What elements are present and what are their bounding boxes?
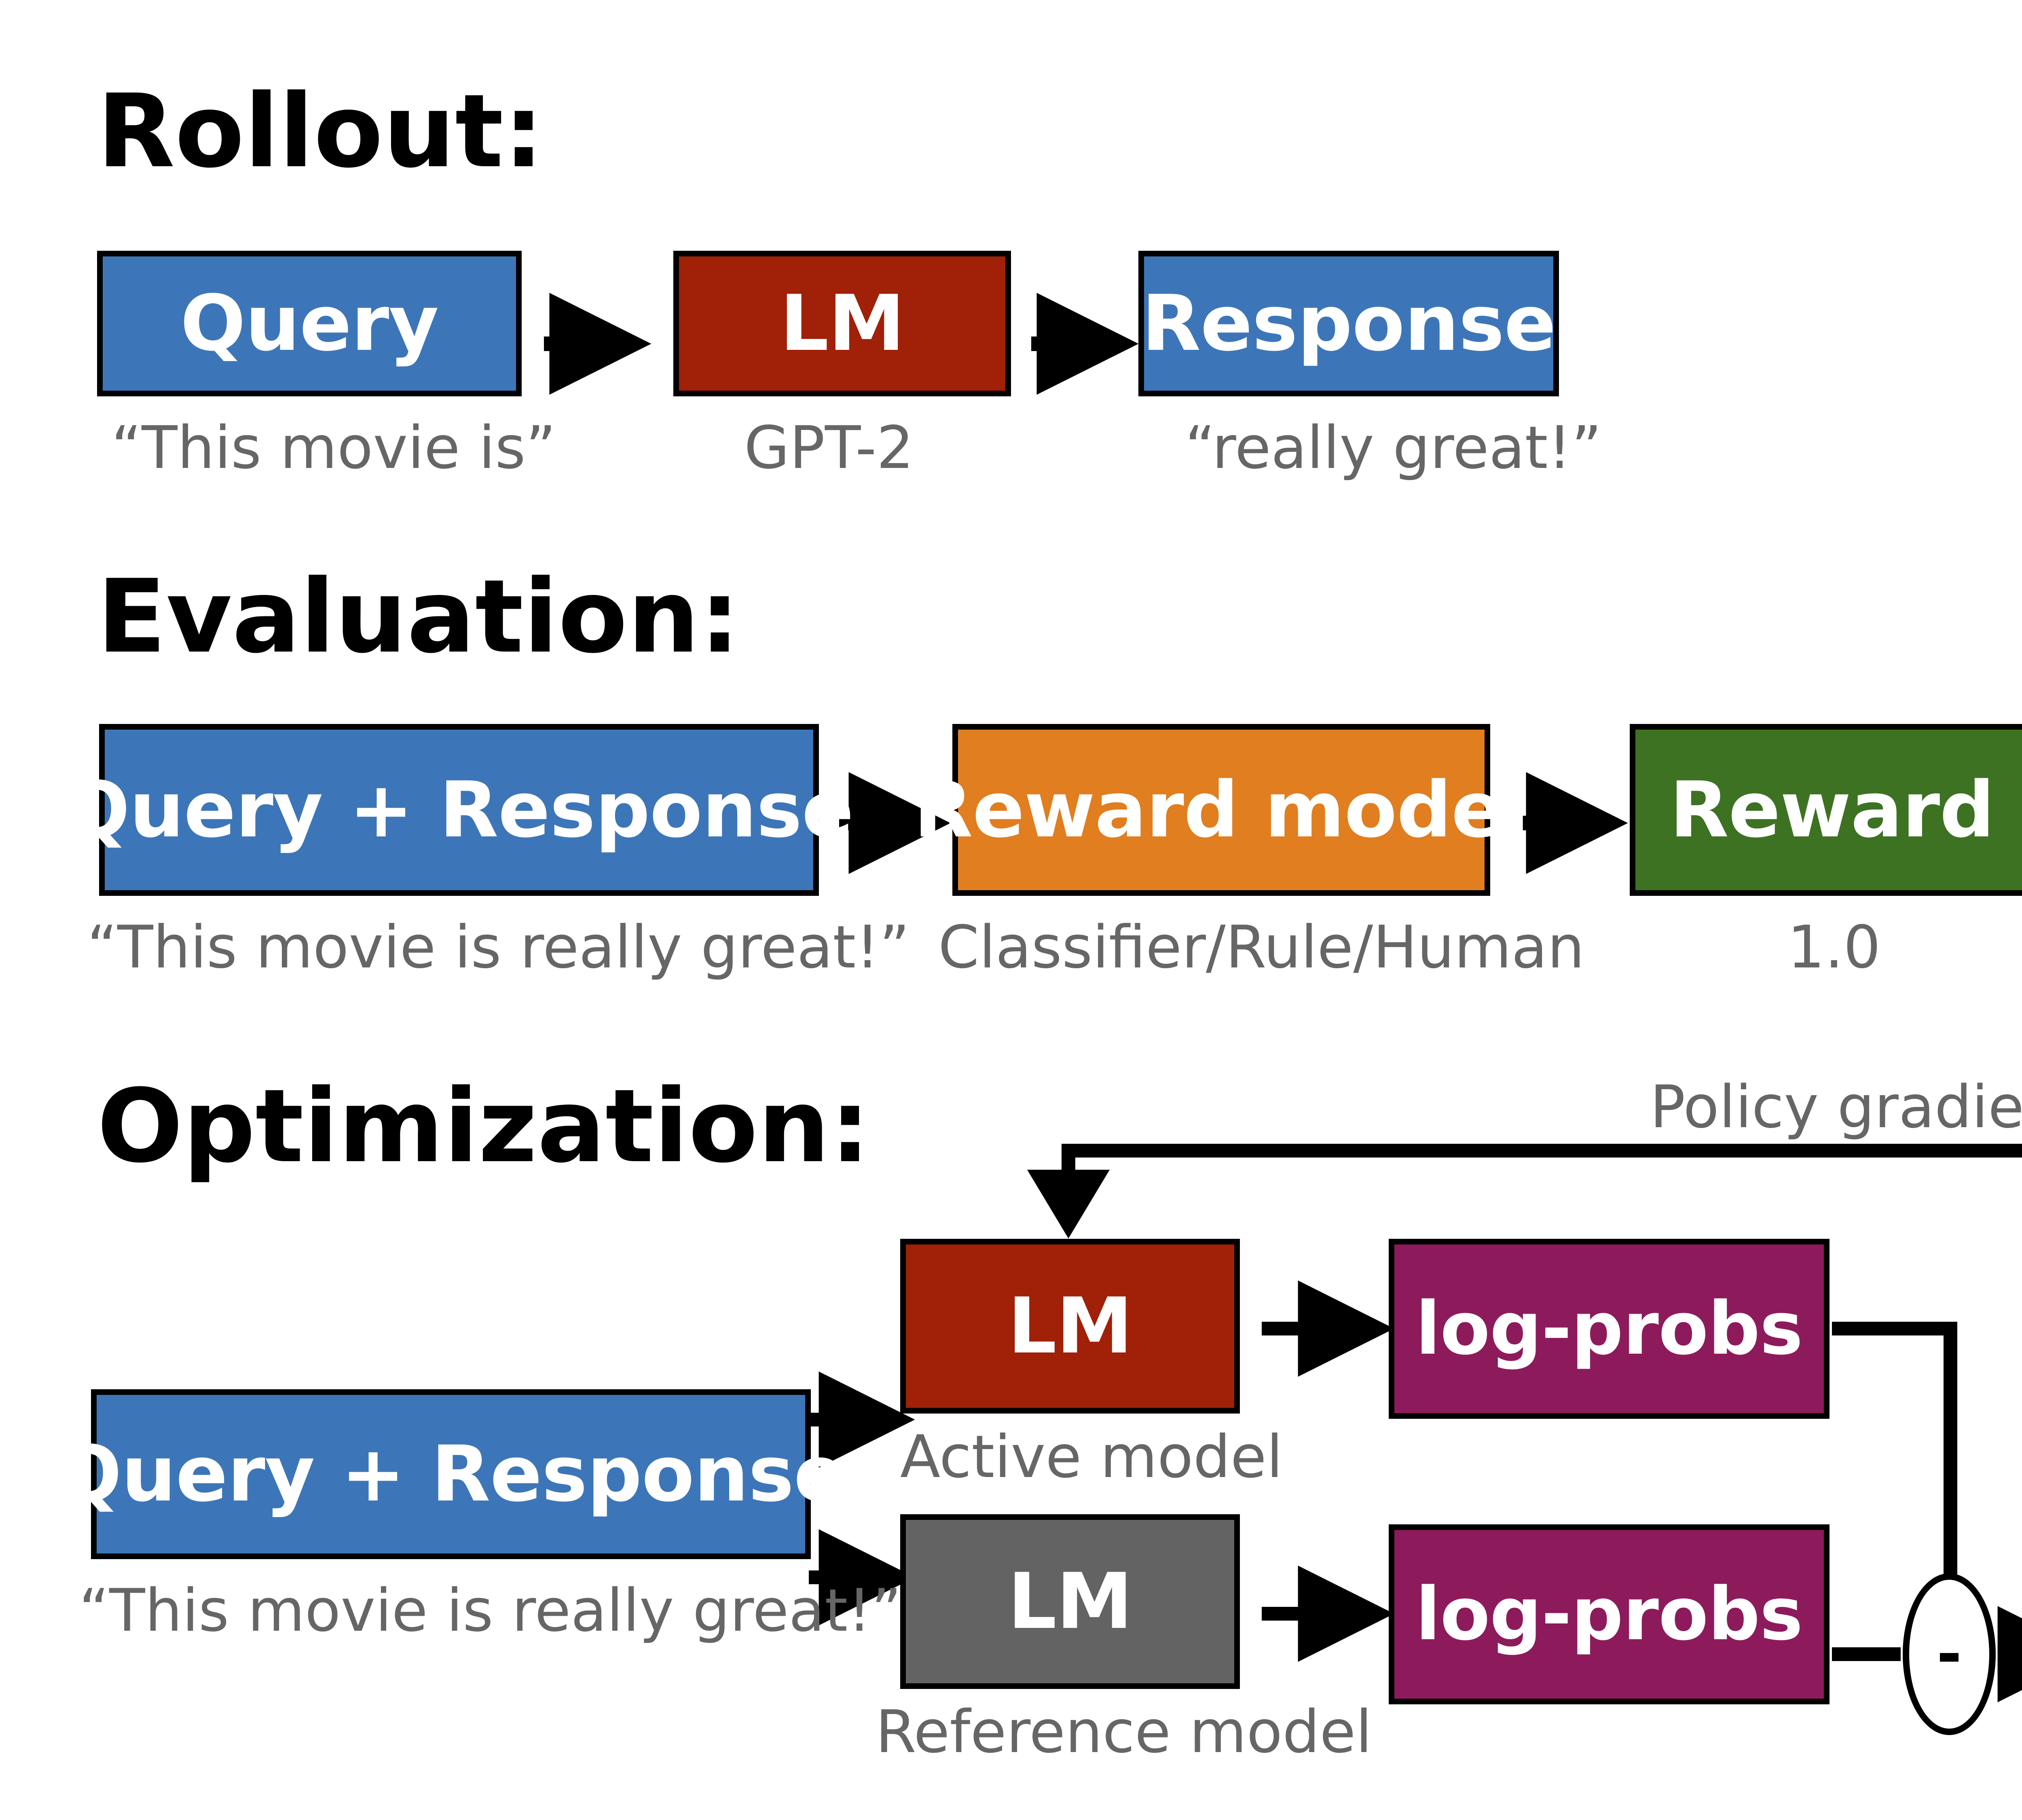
caption-rollout-lm: GPT-2 (744, 414, 914, 482)
node-optimization-reference-logprobs[interactable]: log-probs (1389, 1524, 1830, 1704)
node-label: LM (780, 279, 905, 368)
node-evaluation-reward-model[interactable]: Reward model (914, 724, 1529, 896)
section-title-rollout: Rollout: (97, 72, 544, 190)
node-label: Query (180, 279, 439, 368)
operator-subtract[interactable]: - (1903, 1573, 1996, 1735)
section-title-optimization: Optimization: (97, 1067, 870, 1185)
label-policy-gradients: Policy gradients optimize model (1650, 1073, 2022, 1141)
caption-optimization-active-model: Active model (900, 1423, 1283, 1491)
wire-active-logprobs-to-subtract (1832, 1322, 1957, 1579)
node-label: Query + Response (64, 765, 854, 855)
node-rollout-query[interactable]: Query (97, 251, 522, 396)
node-rollout-response[interactable]: Response (1138, 251, 1559, 396)
node-rollout-lm[interactable]: LM (673, 251, 1011, 396)
node-label: Query + Response (56, 1429, 846, 1519)
caption-optimization-reference-model: Reference model (876, 1698, 1372, 1766)
node-label: log-probs (1415, 1572, 1803, 1657)
node-label: Reward model (914, 765, 1529, 855)
caption-evaluation-reward: 1.0 (1787, 913, 1881, 982)
node-optimization-active-logprobs[interactable]: log-probs (1389, 1239, 1830, 1419)
node-label: log-probs (1415, 1286, 1803, 1371)
caption-optimization-query-response: “This movie is really great!” (79, 1577, 902, 1645)
caption-rollout-response: “really great!” (1185, 414, 1602, 482)
node-label: Reward (1669, 765, 1995, 855)
section-title-evaluation: Evaluation: (97, 558, 740, 675)
node-evaluation-query-response[interactable]: Query + Response (65, 724, 854, 896)
node-optimization-query-response[interactable]: Query + Response (57, 1389, 846, 1559)
node-optimization-reference-lm[interactable]: LM (900, 1514, 1240, 1689)
caption-evaluation-reward-model: Classifier/Rule/Human (938, 913, 1585, 982)
node-optimization-active-lm[interactable]: LM (900, 1239, 1240, 1414)
node-evaluation-reward[interactable]: Reward (1630, 724, 2022, 896)
caption-rollout-query: “This movie is” (111, 414, 556, 482)
node-label: Response (1142, 279, 1556, 368)
node-label: LM (1007, 1557, 1133, 1646)
operator-symbol: - (1936, 1619, 1962, 1689)
caption-evaluation-query-response: “This movie is really great!” (87, 913, 910, 982)
node-label: LM (1007, 1281, 1133, 1371)
